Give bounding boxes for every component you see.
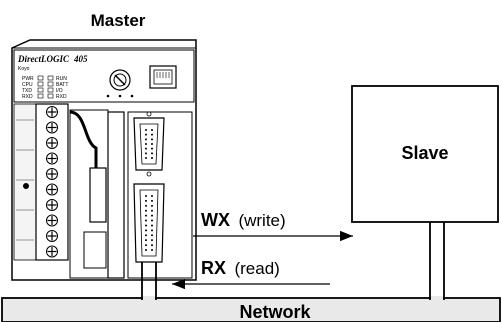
slave-box	[351, 85, 499, 223]
network-label: Network	[239, 302, 311, 322]
terminal-block	[35, 103, 69, 261]
led-column-right: RUN BATT I/O RXD	[47, 75, 68, 100]
led-label: RXD	[56, 94, 67, 100]
write-code: WX	[201, 210, 230, 230]
read-code: RX	[201, 258, 226, 278]
led-column-left: PWR CPU TXD RXD	[22, 75, 44, 100]
svg-text:RX (read): RX (read)	[201, 258, 280, 278]
led-indicator	[47, 81, 54, 87]
write-desc: (write)	[238, 211, 285, 230]
led-indicator	[37, 93, 44, 99]
led-indicator	[47, 75, 54, 81]
led-indicator	[37, 75, 44, 81]
d-sub-port-bottom-icon	[133, 183, 165, 263]
read-arrow: RX (read)	[172, 258, 330, 290]
network-bus	[1, 297, 501, 322]
master-title: Master	[91, 11, 146, 30]
plc-maker-label: Koyo	[18, 66, 30, 72]
d-sub-port-top-icon	[133, 111, 165, 177]
plc-model-number: 405	[73, 54, 88, 64]
svg-text:WX (write): WX (write)	[201, 210, 286, 230]
read-desc: (read)	[234, 259, 279, 278]
comm-port-icon	[149, 65, 177, 89]
led-indicator	[47, 87, 54, 93]
led-label: PWR	[22, 76, 34, 82]
led-label: I/O	[56, 88, 63, 94]
led-label: CPU	[22, 82, 33, 88]
led-label: RUN	[56, 76, 67, 82]
led-indicator	[37, 81, 44, 87]
write-arrow: WX (write)	[193, 210, 353, 242]
mode-switch-knob-icon	[106, 69, 134, 98]
led-label: TXD	[22, 88, 32, 94]
plc-brand-logo: DirectLOGIC	[17, 54, 70, 64]
led-label: BATT	[56, 82, 68, 88]
led-label: RXD	[22, 94, 33, 100]
slave-title: Slave	[401, 143, 448, 163]
power-supply-module	[89, 167, 107, 223]
led-indicator	[47, 93, 54, 99]
master-plc: DirectLOGIC 405 Koyo PWR CPU TXD RXD RUN…	[11, 39, 197, 281]
led-indicator	[37, 87, 44, 93]
